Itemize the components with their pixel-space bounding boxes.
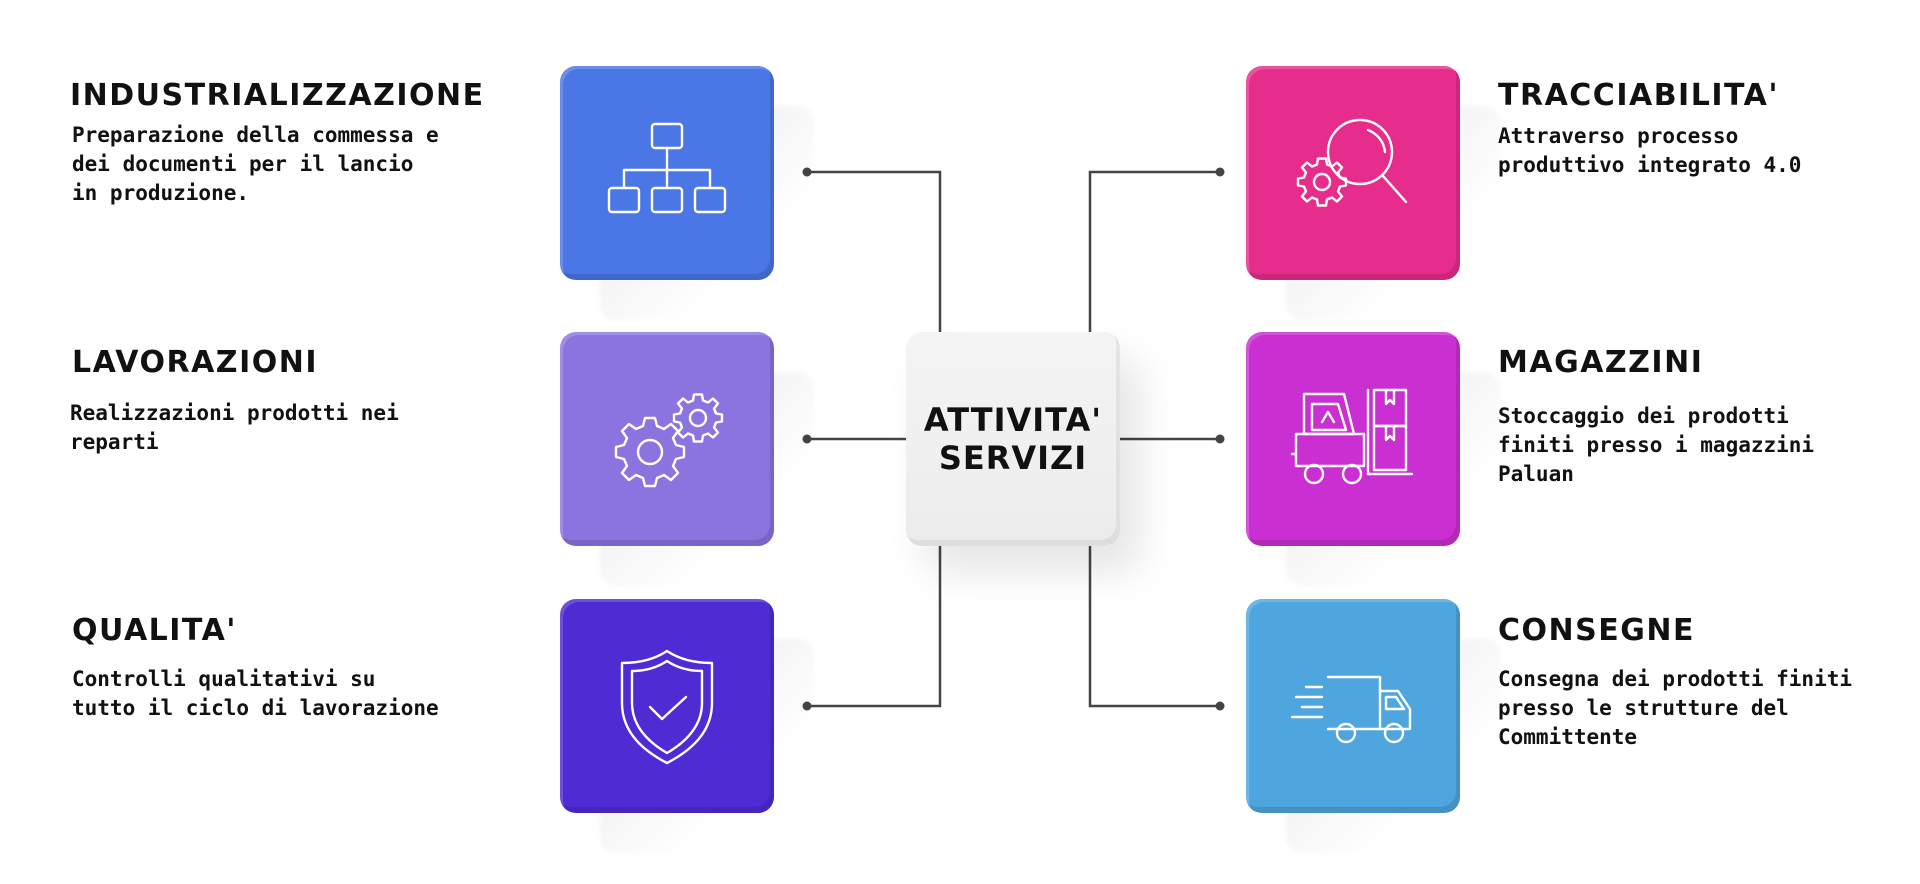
connector-tracciabilita	[1088, 170, 1220, 332]
desc-lavorazioni: Realizzazioni prodotti nei reparti	[70, 401, 399, 454]
tile-magazzini	[1246, 332, 1460, 546]
tile-industrializzazione	[560, 66, 774, 280]
center-line-1: ATTIVITA'	[923, 401, 1103, 439]
center-line-2: SERVIZI	[938, 439, 1088, 477]
connector-consegne	[1088, 546, 1220, 708]
connector-dot	[1215, 701, 1225, 711]
connector-dot	[1215, 434, 1225, 444]
delivery-truck-icon	[1290, 675, 1412, 744]
title-magazzini: MAGAZZINI	[1498, 345, 1704, 380]
title-tracciabilita: TRACCIABILITA'	[1498, 78, 1780, 113]
tile-qualita	[560, 599, 774, 813]
connector-dot	[1215, 167, 1225, 177]
title-industrializzazione: INDUSTRIALIZZAZIONE	[70, 78, 485, 113]
connector-qualita	[807, 546, 942, 708]
desc-tracciabilita: Attraverso processo produttivo integrato…	[1498, 124, 1802, 177]
tile-lavorazioni	[560, 332, 774, 546]
search-gear-icon	[1296, 118, 1408, 207]
tile-consegne	[1246, 599, 1460, 813]
center-tile-attivita-servizi: ATTIVITA' SERVIZI	[906, 332, 1120, 546]
desc-industrializzazione: Preparazione della commessa e dei docume…	[72, 123, 439, 205]
title-consegne: CONSEGNE	[1498, 613, 1695, 648]
gears-icon	[614, 393, 724, 488]
tile-tracciabilita	[1246, 66, 1460, 280]
desc-consegne: Consegna dei prodotti finiti presso le s…	[1498, 667, 1853, 749]
desc-magazzini: Stoccaggio dei prodotti finiti presso i …	[1498, 404, 1815, 486]
forklift-icon	[1290, 388, 1414, 485]
connector-industrializzazione	[807, 170, 942, 332]
hierarchy-icon	[607, 122, 727, 214]
title-qualita: QUALITA'	[72, 613, 237, 648]
shield-check-icon	[620, 649, 714, 765]
desc-qualita: Controlli qualitativi su tutto il ciclo …	[72, 667, 439, 720]
title-lavorazioni: LAVORAZIONI	[72, 345, 318, 380]
